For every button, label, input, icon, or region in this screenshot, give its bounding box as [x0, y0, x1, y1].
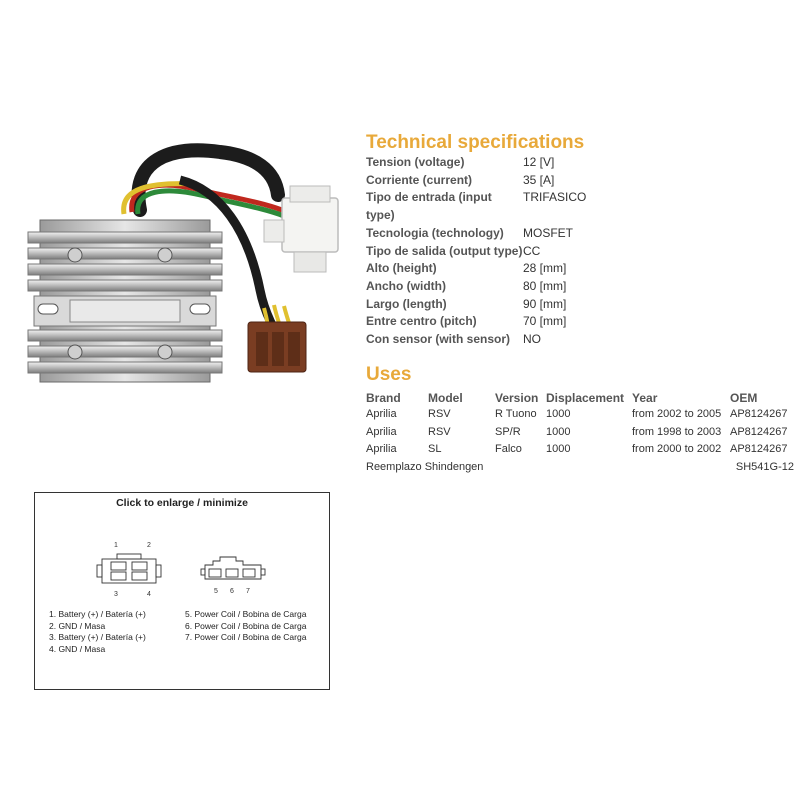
pin-legend-right: 5. Power Coil / Bobina de Carga 6. Power… — [185, 609, 306, 644]
cell-version: Falco — [495, 443, 522, 456]
spec-label: Tecnologia (technology) — [366, 225, 504, 240]
cell-version: SP/R — [495, 425, 521, 438]
cell-displacement: 1000 — [546, 425, 571, 438]
header-displacement: Displacement — [546, 391, 625, 405]
specs-title: Technical specifications — [366, 132, 585, 153]
legend-item: 1. Battery (+) / Batería (+) — [49, 609, 146, 619]
spec-row: Tipo de salida (output type)CC — [366, 243, 786, 261]
spec-label: Alto (height) — [366, 261, 437, 276]
spec-value: NO — [523, 332, 541, 347]
connector-diagram[interactable]: Click to enlarge / minimize 1 2 3 4 5 6 … — [34, 492, 330, 690]
spec-label: Con sensor (with sensor) — [366, 332, 511, 347]
table-row: Aprilia RSV R Tuono 1000 from 2002 to 20… — [366, 406, 796, 424]
cell-brand: Aprilia — [366, 408, 397, 420]
spec-label: Tipo de salida (output type) — [366, 243, 523, 258]
pin-label-1: 1 — [114, 542, 118, 549]
replacement-label: Reemplazo Shindengen — [366, 461, 484, 474]
pin-label-3: 3 — [114, 591, 118, 598]
spec-label: Entre centro (pitch) — [366, 314, 477, 329]
spec-row: Tension (voltage) 12 [V] — [366, 154, 786, 172]
pin-label-4: 4 — [147, 591, 151, 598]
technical-specifications: Technical specifications Tension (voltag… — [366, 132, 786, 349]
header-year: Year — [632, 391, 658, 405]
white-connector — [263, 185, 339, 273]
spec-label: Tension (voltage) — [366, 155, 465, 169]
spec-value: 35 [A] — [523, 172, 555, 187]
header-model: Model — [428, 391, 463, 405]
spec-value: 28 [mm] — [523, 261, 567, 276]
table-row: Aprilia SL Falco 1000 from 2000 to 2002 … — [366, 441, 796, 459]
legend-item: 5. Power Coil / Bobina de Carga — [185, 609, 307, 619]
cell-oem: AP8124267 — [730, 408, 788, 420]
spec-row: Tecnologia (technology) MOSFET — [366, 225, 786, 243]
pinout-drawing: 1 2 3 4 5 6 7 — [96, 542, 266, 598]
connector-3pin — [200, 556, 266, 580]
enlarge-toggle[interactable]: Click to enlarge / minimize — [116, 497, 248, 509]
pin-label-6: 6 — [230, 588, 234, 595]
replacement-row: Reemplazo Shindengen SH541G-12 — [366, 459, 794, 476]
connector-4pin — [96, 553, 162, 584]
pin-label-7: 7 — [246, 588, 250, 595]
wire-harness-top — [131, 143, 285, 217]
spec-value: TRIFASICO — [523, 190, 587, 205]
heatsink — [27, 219, 223, 383]
header-brand: Brand — [366, 391, 401, 405]
spec-label: Largo (length) — [366, 296, 447, 311]
cell-year: from 2002 to 2005 — [632, 408, 722, 420]
spec-value: 80 [mm] — [523, 278, 567, 293]
spec-row: Corriente (current) 35 [A] — [366, 172, 786, 190]
cell-model: SL — [428, 443, 442, 456]
spec-label: Ancho (width) — [366, 278, 446, 293]
spec-label: Tipo de entrada (input type) — [366, 190, 492, 223]
cell-brand: Aprilia — [366, 443, 397, 456]
legend-item: 4. GND / Masa — [49, 643, 106, 654]
cell-brand: Aprilia — [366, 425, 397, 438]
cell-oem: AP8124267 — [730, 443, 788, 456]
header-oem: OEM — [730, 391, 758, 405]
cell-model: RSV — [428, 408, 451, 420]
uses-title: Uses — [366, 364, 412, 385]
pin-legend-left: 1. Battery (+) / Batería (+) 2. GND / Ma… — [49, 609, 146, 655]
spec-label: Corriente (current) — [366, 172, 473, 187]
spec-row: Con sensor (with sensor) NO — [366, 331, 786, 349]
legend-item: 3. Battery (+) / Batería (+) — [49, 632, 146, 642]
spec-value: 70 [mm] — [523, 314, 567, 329]
cell-model: RSV — [428, 425, 451, 438]
spec-row: Ancho (width) 80 [mm] — [366, 278, 786, 296]
legend-item: 7. Power Coil / Bobina de Carga — [185, 632, 307, 642]
pin-label-5: 5 — [214, 588, 218, 595]
product-image[interactable] — [20, 140, 360, 400]
spec-value: 12 [V] — [523, 155, 555, 169]
cell-oem: AP8124267 — [730, 425, 788, 438]
cell-version: R Tuono — [495, 408, 537, 420]
spec-row: Entre centro (pitch) 70 [mm] — [366, 313, 786, 331]
table-row: Aprilia RSV SP/R 1000 from 1998 to 2003 … — [366, 424, 796, 442]
legend-item: 2. GND / Masa — [49, 620, 106, 631]
replacement-value: SH541G-12 — [735, 461, 794, 474]
spec-row: Largo (length) 90 [mm] — [366, 296, 786, 314]
pin-label-2: 2 — [147, 542, 151, 549]
cell-year: from 1998 to 2003 — [632, 425, 722, 438]
spec-value: MOSFET — [523, 225, 573, 240]
specs-list: Tension (voltage) 12 [V] Corriente (curre… — [366, 154, 786, 349]
spec-row: Tipo de entrada (input type) TRIFASICO — [366, 189, 786, 224]
cell-displacement: 1000 — [546, 443, 571, 456]
brown-connector — [247, 321, 307, 373]
uses-section: Uses Brand Model Version Displacement Ye… — [366, 364, 796, 476]
legend-item: 6. Power Coil / Bobina de Carga — [185, 620, 307, 631]
spec-row: Alto (height) 28 [mm] — [366, 260, 786, 278]
uses-table-header: Brand Model Version Displacement Year OE… — [366, 390, 796, 406]
cell-displacement: 1000 — [546, 408, 571, 420]
cell-year: from 2000 to 2002 — [632, 443, 722, 456]
spec-value: 90 [mm] — [523, 296, 567, 311]
spec-value: CC — [523, 243, 541, 258]
header-version: Version — [495, 391, 539, 405]
